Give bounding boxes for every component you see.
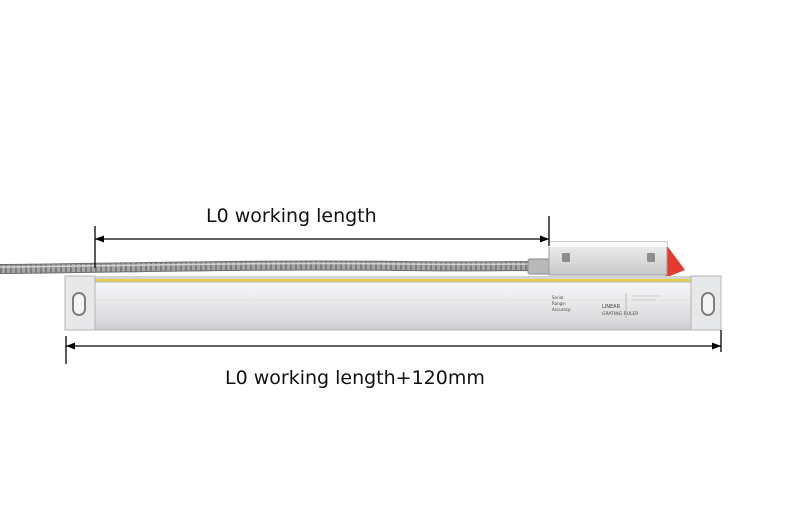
scale-nameplate: Serial: Range: Accuracy: LINEAR GRATING … [552,293,662,318]
nameplate-product: GRATING RULER [602,311,638,317]
mounting-slot-icon [701,292,715,316]
total-length-dimension [65,330,722,364]
cable [0,258,551,275]
arrow-right-icon [540,235,549,243]
arrow-right-icon [712,342,721,350]
nameplate-line1: Serial: [552,295,565,300]
working-length-dimension [94,216,550,268]
nameplate-line2: Range: [552,301,566,306]
working-length-label: L0 working length [206,205,377,227]
screw-icon [647,253,655,262]
reading-head [548,241,668,276]
yellow-strip [65,279,721,283]
cable-connector [527,258,551,275]
mounting-slot-icon [72,292,86,316]
red-end-cap [665,243,685,278]
nameplate-brand: LINEAR [602,304,621,310]
screw-icon [562,253,570,262]
arrow-left-icon [66,342,75,350]
left-end-block [64,275,96,331]
total-length-label: L0 working length+120mm [225,367,485,389]
arrow-left-icon [95,235,104,243]
nameplate-line3: Accuracy: [552,307,571,312]
scale-body: Serial: Range: Accuracy: LINEAR GRATING … [64,275,722,331]
